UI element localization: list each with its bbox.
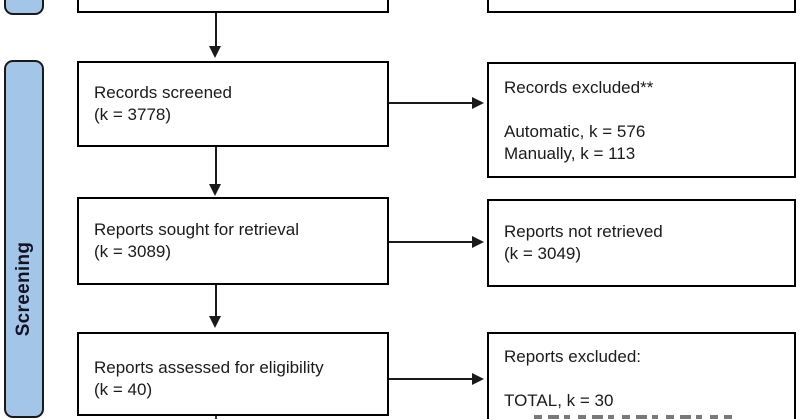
arrow-line-to-reports-assessed (214, 285, 217, 317)
identification-stage-bar-clipped (4, 0, 44, 15)
screening-stage-label: Screening (13, 241, 34, 337)
reports-sought-line2: (k = 3089) (94, 242, 172, 261)
reports-assessed-line1: Reports assessed for eligibility (94, 357, 324, 377)
arrow-line-to-records-excluded (389, 102, 473, 104)
records-excluded-box: Records excluded** Automatic, k = 576 Ma… (487, 62, 796, 178)
arrowhead-down-icon (209, 316, 221, 328)
previous-step-box-clipped-right (487, 0, 796, 13)
arrowhead-right-icon (472, 235, 484, 248)
clipped-partial-line (534, 415, 732, 419)
records-screened-box: Records screened (k = 3778) (77, 61, 389, 147)
arrowhead-right-icon (472, 372, 484, 385)
reports-not-retrieved-line2: (k = 3049) (504, 244, 582, 263)
reports-assessed-line2: (k = 40) (94, 379, 153, 399)
reports-excluded-box: Reports excluded: TOTAL, k = 30 (487, 332, 796, 419)
arrow-line-to-records-screened (214, 13, 217, 47)
arrowhead-down-icon (209, 184, 221, 196)
records-screened-line2: (k = 3778) (94, 105, 172, 124)
reports-not-retrieved-box: Reports not retrieved (k = 3049) (487, 199, 796, 287)
arrowhead-down-icon (209, 46, 221, 58)
reports-assessed-box: Reports assessed for eligibility (k = 40… (77, 332, 389, 416)
reports-sought-box: Reports sought for retrieval (k = 3089) (77, 197, 389, 285)
screening-stage-bar: Screening (4, 60, 44, 418)
arrow-line-to-reports-not-retrieved (389, 241, 473, 243)
reports-not-retrieved-line1: Reports not retrieved (504, 222, 663, 241)
records-excluded-line3: Manually, k = 113 (504, 144, 636, 163)
records-screened-line1: Records screened (94, 83, 232, 102)
arrowhead-right-icon (472, 96, 484, 109)
reports-excluded-line2: TOTAL, k = 30 (504, 391, 614, 410)
arrow-line-to-reports-sought (214, 147, 217, 185)
reports-excluded-line1: Reports excluded: (504, 347, 642, 366)
reports-sought-line1: Reports sought for retrieval (94, 220, 300, 239)
arrow-line-to-reports-excluded (389, 378, 473, 380)
previous-step-box-clipped-left (77, 0, 389, 13)
records-excluded-line1: Records excluded** (504, 78, 654, 97)
records-excluded-line2: Automatic, k = 576 (504, 122, 646, 141)
arrow-stub-below-reports-assessed (214, 416, 217, 419)
